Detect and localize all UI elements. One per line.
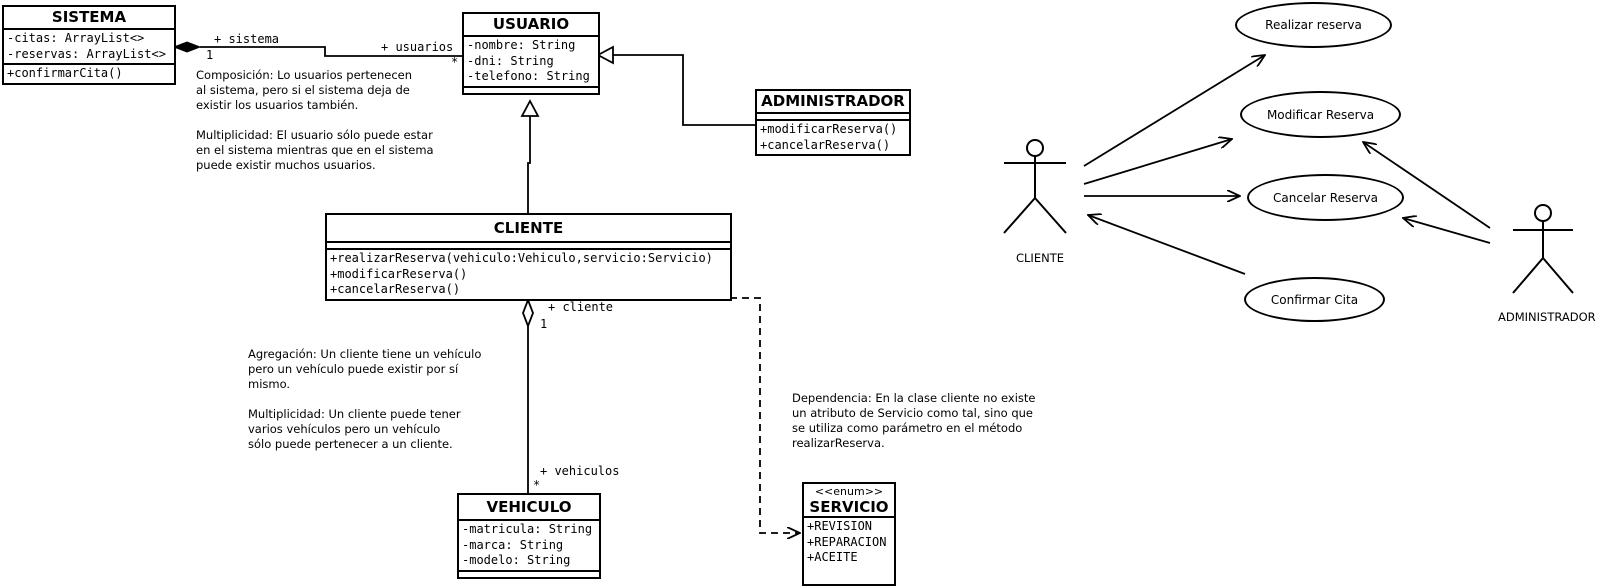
multiplicity-sistema: 1 bbox=[206, 48, 214, 62]
class-usuario-attributes: -nombre: String -dni: String -telefono: … bbox=[464, 37, 598, 88]
class-vehiculo: VEHICULO -matricula: String -marca: Stri… bbox=[457, 493, 601, 579]
class-servicio-name: SERVICIO bbox=[804, 498, 894, 518]
class-vehiculo-methods bbox=[459, 572, 599, 577]
class-usuario-name: USUARIO bbox=[464, 14, 598, 37]
usecase-realizar-reserva: Realizar reserva bbox=[1235, 2, 1392, 48]
enum-value: +ACEITE bbox=[807, 550, 858, 564]
usecase-label: Realizar reserva bbox=[1265, 18, 1362, 32]
class-administrador-name: ADMINISTRADOR bbox=[757, 91, 909, 114]
class-sistema-methods: +confirmarCita() bbox=[4, 65, 174, 83]
aggregation-cliente-vehiculo bbox=[522, 297, 534, 493]
attribute: -nombre: String bbox=[467, 38, 576, 52]
method: +modificarReserva() bbox=[330, 266, 468, 281]
attribute: -matricula: String bbox=[462, 522, 593, 536]
multiplicity-vehiculos: * bbox=[533, 478, 541, 492]
actor-administrador-label: ADMINISTRADOR bbox=[1498, 310, 1596, 324]
class-sistema: SISTEMA -citas: ArrayList<> -reservas: A… bbox=[2, 5, 176, 85]
actor-cliente-figure bbox=[1003, 139, 1067, 234]
class-servicio-stereotype: <<enum>> bbox=[814, 485, 884, 498]
class-vehiculo-name: VEHICULO bbox=[459, 495, 599, 521]
class-servicio: <<enum>> SERVICIO +REVISION +REPARACION … bbox=[802, 482, 896, 586]
method: +realizarReserva(vehiculo:Vehiculo,servi… bbox=[330, 251, 713, 265]
class-cliente-name: CLIENTE bbox=[327, 215, 730, 243]
generalization-administrador-usuario bbox=[596, 45, 755, 126]
usecase-modificar-reserva: Modificar Reserva bbox=[1240, 91, 1401, 138]
class-sistema-attributes: -citas: ArrayList<> -reservas: ArrayList… bbox=[4, 30, 174, 65]
composition-sistema-usuario bbox=[172, 41, 462, 57]
usecase-label: Cancelar Reserva bbox=[1273, 190, 1378, 205]
actor-cliente-label: CLIENTE bbox=[1016, 251, 1064, 265]
usecase-confirmar-cita: Confirmar Cita bbox=[1244, 277, 1385, 322]
usecase-cancelar-reserva: Cancelar Reserva bbox=[1247, 174, 1404, 221]
attribute: -marca: String bbox=[462, 537, 564, 552]
actor-administrador-figure bbox=[1512, 204, 1574, 294]
attribute: -reservas: ArrayList<> bbox=[7, 46, 166, 61]
attribute: -modelo: String bbox=[462, 553, 571, 567]
class-cliente: CLIENTE +realizarReserva(vehiculo:Vehicu… bbox=[325, 213, 732, 301]
usecase-label: Modificar Reserva bbox=[1266, 107, 1375, 122]
role-label-usuarios: + usuarios bbox=[381, 40, 454, 54]
enum-value: +REPARACION bbox=[807, 534, 887, 549]
dependency-cliente-servicio bbox=[730, 297, 800, 533]
method: +cancelarReserva() bbox=[760, 137, 891, 152]
role-label-sistema: + sistema bbox=[214, 32, 280, 46]
multiplicity-cliente: 1 bbox=[540, 317, 548, 331]
method: +cancelarReserva() bbox=[330, 282, 461, 296]
enum-value: +REVISION bbox=[807, 519, 873, 533]
class-sistema-name: SISTEMA bbox=[4, 7, 174, 30]
role-label-cliente: + cliente bbox=[548, 300, 614, 314]
class-usuario: USUARIO -nombre: String -dni: String -te… bbox=[462, 12, 600, 95]
class-servicio-values: +REVISION +REPARACION +ACEITE bbox=[804, 518, 894, 567]
usecase-label: Confirmar Cita bbox=[1270, 292, 1359, 307]
class-administrador-attributes bbox=[757, 114, 909, 121]
note-composicion: Composición: Lo usuarios pertenecen al s… bbox=[196, 68, 434, 172]
class-administrador-methods: +modificarReserva() +cancelarReserva() bbox=[757, 121, 909, 154]
method: +modificarReserva() bbox=[760, 122, 898, 136]
attribute: -dni: String bbox=[467, 53, 554, 68]
multiplicity-usuarios: * bbox=[451, 55, 459, 69]
class-administrador: ADMINISTRADOR +modificarReserva() +cance… bbox=[755, 89, 911, 156]
class-vehiculo-attributes: -matricula: String -marca: String -model… bbox=[459, 521, 599, 572]
attribute: -citas: ArrayList<> bbox=[7, 31, 145, 45]
class-cliente-attributes bbox=[327, 243, 730, 250]
note-agregacion: Agregación: Un cliente tiene un vehículo… bbox=[248, 347, 482, 451]
class-usuario-methods bbox=[464, 88, 598, 93]
usecase-links bbox=[1083, 55, 1491, 275]
class-cliente-methods: +realizarReserva(vehiculo:Vehiculo,servi… bbox=[327, 250, 730, 299]
role-label-vehiculos: + vehiculos bbox=[540, 464, 620, 478]
generalization-cliente-usuario bbox=[520, 99, 540, 213]
attribute: -telefono: String bbox=[467, 69, 590, 83]
method: +confirmarCita() bbox=[7, 66, 123, 80]
note-dependencia: Dependencia: En la clase cliente no exis… bbox=[792, 391, 1036, 450]
